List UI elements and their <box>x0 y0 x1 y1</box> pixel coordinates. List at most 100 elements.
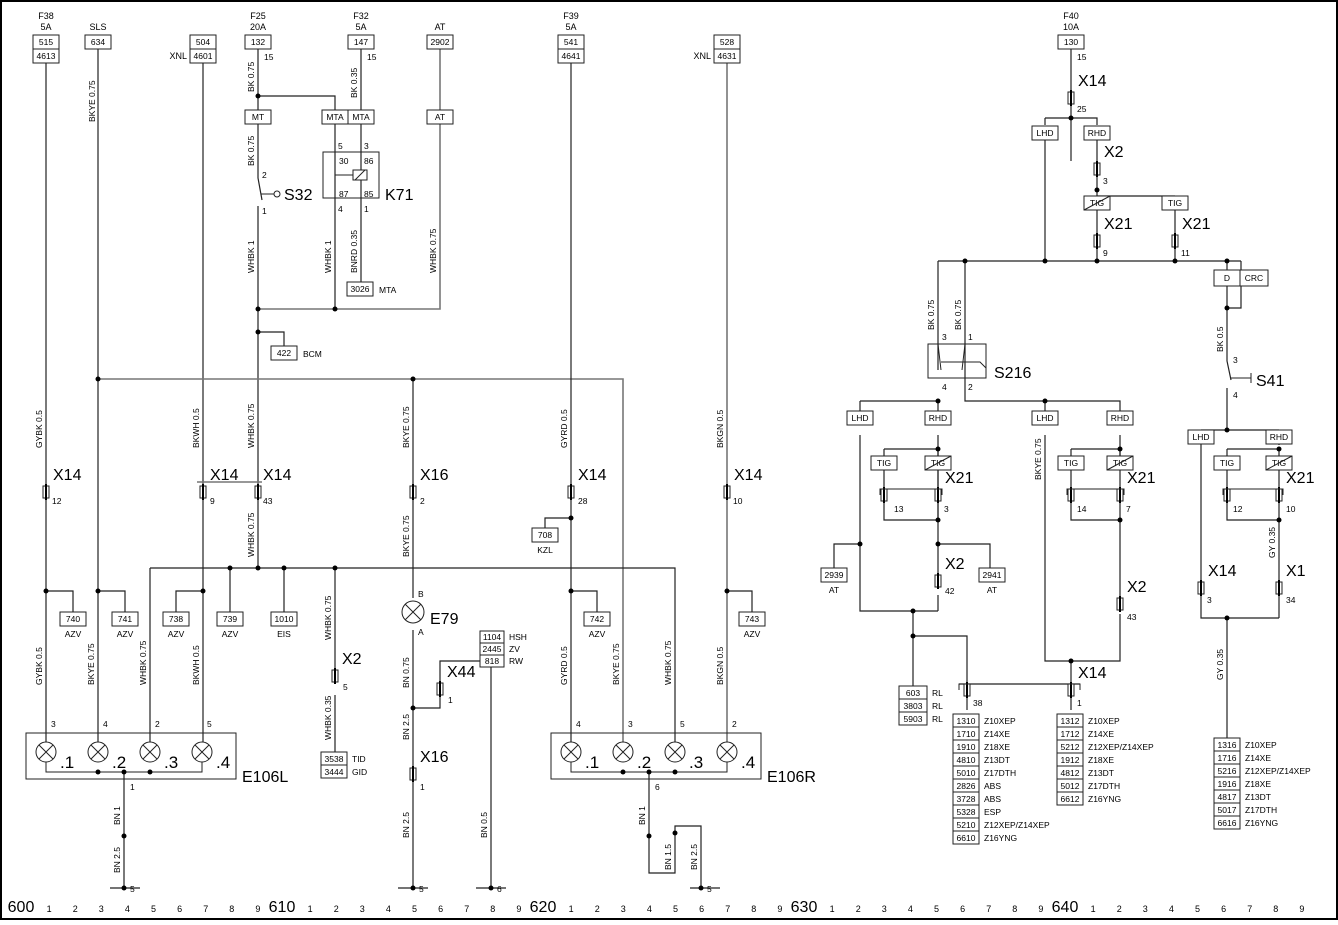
pin-number: 1 <box>448 695 453 705</box>
lamp-position-label: .2 <box>637 753 651 772</box>
pin-number: 6 <box>655 782 660 792</box>
reference-number: 2941 <box>983 570 1002 580</box>
wire-label: BKYE 0.75 <box>86 643 96 685</box>
pin-number: 15 <box>264 52 274 62</box>
fuse-xnl-left: XNL 504 4601 <box>169 34 217 64</box>
connector-symbol: X21 <box>1116 470 1156 503</box>
reference-label: Z14XE <box>1245 753 1271 763</box>
pin-number: 5 <box>707 884 712 894</box>
wire-label: BN 1.5 <box>663 844 673 870</box>
reference-number: 1710 <box>957 729 976 739</box>
grid-digit-label: 8 <box>1273 904 1278 914</box>
fuse-f39: F39 5A 541 4641 <box>557 11 585 64</box>
reference-number: 5017 <box>1218 805 1237 815</box>
grid-digit-label: 2 <box>595 904 600 914</box>
fuse-f40: F40 10A 130 15 <box>1057 11 1087 62</box>
option-label: LHD <box>1036 413 1053 423</box>
wire-label: GYRD 0.5 <box>559 409 569 448</box>
connector-symbol: X1 <box>1275 563 1306 596</box>
wire-label: BN 1 <box>637 806 647 825</box>
grid-digit-label: 8 <box>490 904 495 914</box>
reference-label: AZV <box>744 629 761 639</box>
reference-number: 740 <box>66 614 80 624</box>
wire-label: BN 2.5 <box>401 812 411 838</box>
grid-digit-label: 9 <box>1299 904 1304 914</box>
pin-number: 28 <box>578 496 588 506</box>
switch-s216: 3 1 4 2 S216 <box>927 332 1031 392</box>
wire-label: BK 0.75 <box>246 135 256 166</box>
pin-number: 2 <box>968 382 973 392</box>
reference-label: AZV <box>589 629 606 639</box>
pin-number: 5 <box>419 884 424 894</box>
fuse-rating: 20A <box>250 22 266 32</box>
connector-label: X21 <box>1286 470 1315 487</box>
pin-number: 1 <box>420 782 425 792</box>
option-label: LHD <box>851 413 868 423</box>
grid-digit-label: 3 <box>621 904 626 914</box>
grid-decade-label: 640 <box>1052 899 1079 916</box>
reference-label: Z17DTH <box>984 768 1016 778</box>
option-label: TIG <box>877 458 891 468</box>
wire-label: BK 0.35 <box>349 67 359 98</box>
grid-digit-label: 5 <box>151 904 156 914</box>
grid-digit-label: 5 <box>934 904 939 914</box>
wire-label: BN 2.5 <box>401 714 411 740</box>
wire-label: BK 0.5 <box>1215 326 1225 352</box>
wire-label: WHBK 0.35 <box>323 695 333 740</box>
connector-symbol: X2 <box>331 651 362 684</box>
fuse-f25: F25 20A 132 15 <box>244 11 274 62</box>
fuse-label: F25 <box>250 11 266 21</box>
pin-number: 1 <box>364 204 369 214</box>
grid-digit-label: 5 <box>673 904 678 914</box>
pin-number: 3 <box>1103 176 1108 186</box>
wire-label: BKYE 0.75 <box>611 643 621 685</box>
lamp-position-label: .4 <box>216 753 230 772</box>
component-label: S41 <box>1256 373 1285 390</box>
connector-label: X21 <box>945 470 974 487</box>
reference-label: TID <box>352 754 366 764</box>
pin-number: 12 <box>1233 504 1243 514</box>
reference-number: 1104 <box>483 632 502 642</box>
fuse-f32: F32 5A 147 15 <box>347 11 377 62</box>
pin-number: 4 <box>1233 390 1238 400</box>
circuit-number: 4641 <box>562 51 581 61</box>
pin-number: 34 <box>1286 595 1296 605</box>
connector-symbol: X14 <box>567 467 607 500</box>
lamp-e79: B A E79 <box>401 589 459 637</box>
grid-digit-label: 5 <box>1195 904 1200 914</box>
wire-label: WHBK 1 <box>323 240 333 273</box>
reference-label: HSH <box>509 632 527 642</box>
fuse-label: XNL <box>693 51 711 61</box>
connector-symbol: X21 <box>1275 470 1315 503</box>
connector-label: X2 <box>342 651 362 668</box>
junctions <box>43 93 1282 891</box>
wire-label: BN 2.5 <box>112 847 122 873</box>
reference-number: 5212 <box>1061 742 1080 752</box>
reference-label: AZV <box>65 629 82 639</box>
reference-label: AZV <box>168 629 185 639</box>
connector-label: X14 <box>1078 73 1107 90</box>
wire-label: BK 0.75 <box>246 61 256 92</box>
fuse-label: F32 <box>353 11 369 21</box>
fuse-rating: 5A <box>40 22 51 32</box>
option-label: MTA <box>352 112 370 122</box>
reference-label: RL <box>932 714 943 724</box>
pin-number: 9 <box>210 496 215 506</box>
option-label: AT <box>435 112 445 122</box>
grid-digit-label: 3 <box>882 904 887 914</box>
pin-number: 5 <box>343 682 348 692</box>
option-label: CRC <box>1245 273 1263 283</box>
pin-number: 3 <box>51 719 56 729</box>
reference-label: Z10XEP <box>1245 740 1277 750</box>
